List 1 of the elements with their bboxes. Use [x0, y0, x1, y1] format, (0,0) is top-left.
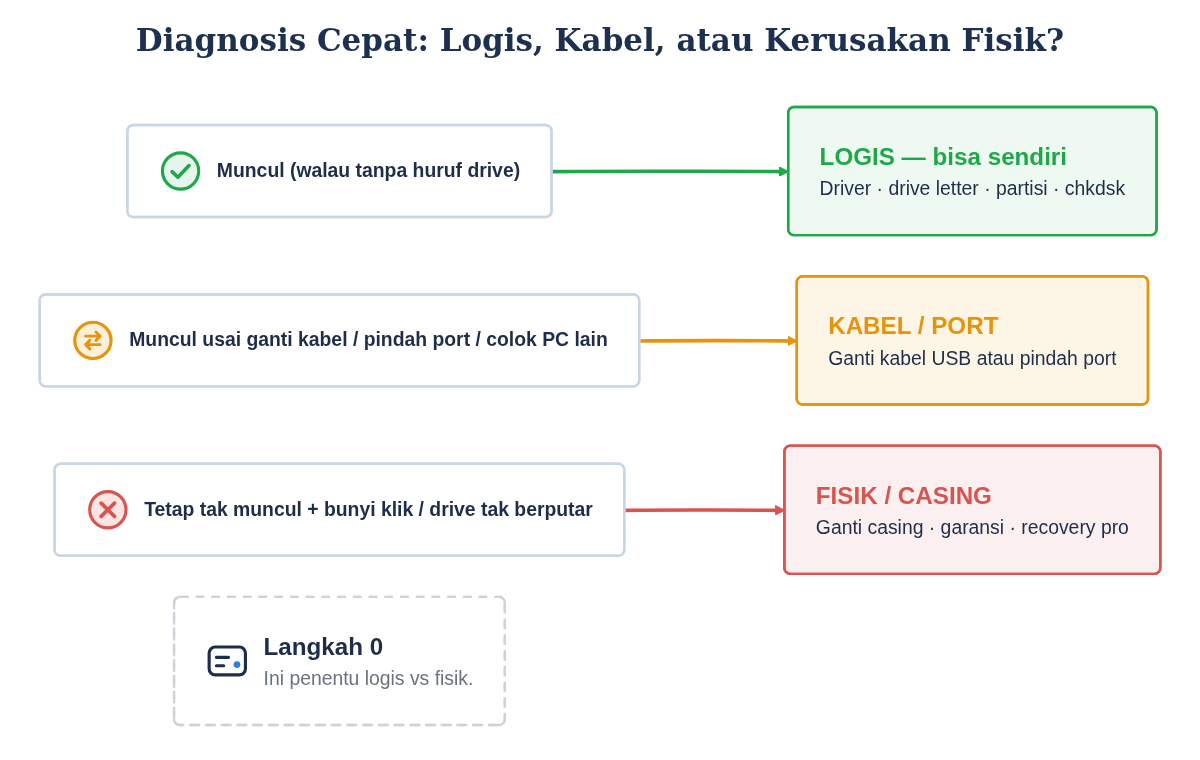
title: Diagnosis Cepat: Logis, Kabel, atau Kerusakan Fisik?	[134, 22, 1066, 58]
